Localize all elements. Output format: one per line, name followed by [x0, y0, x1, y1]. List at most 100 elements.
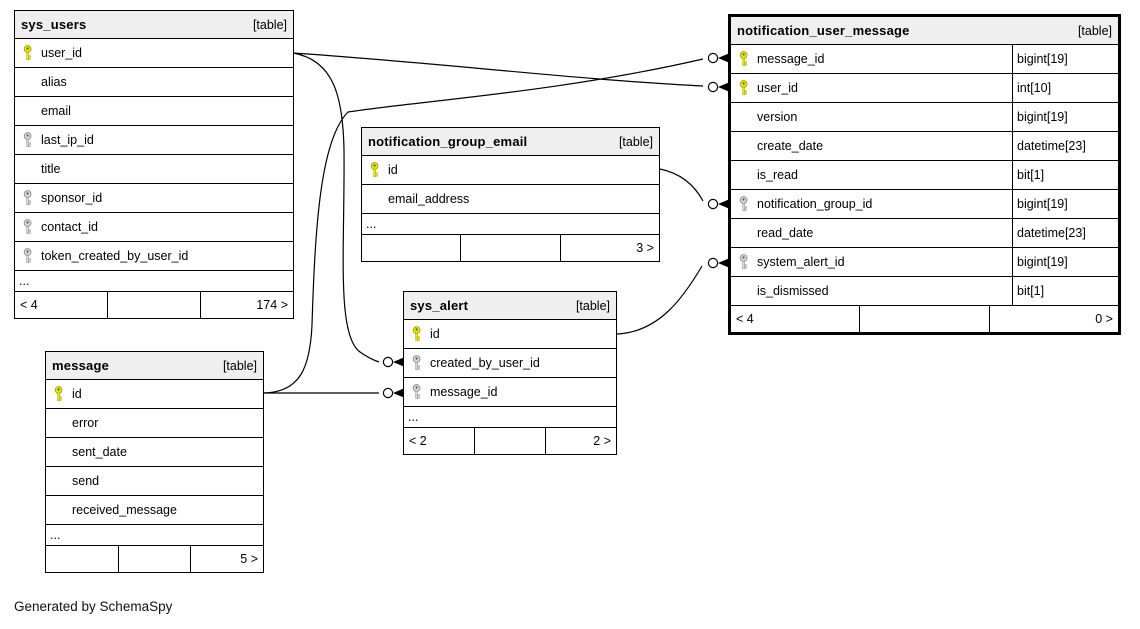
column-name: version: [757, 110, 798, 124]
column-name-cell: email: [41, 97, 293, 125]
column-name: error: [72, 416, 99, 430]
foreign-key-icon: [404, 378, 430, 406]
column-name-cell: send: [72, 467, 263, 495]
footer-parent-count: < 4: [736, 312, 754, 326]
foreign-key-icon: [15, 184, 41, 212]
primary-key-icon: [404, 320, 430, 348]
column-name-cell: email_address: [388, 185, 659, 213]
edge-zero-circle: [707, 52, 719, 64]
column-row: token_created_by_user_id: [15, 242, 293, 271]
footer-parent-count: < 4: [20, 298, 38, 312]
table-notification_group_email[interactable]: notification_group_email [table] id email_a…: [361, 127, 660, 262]
column-name: message_id: [757, 52, 825, 66]
footer-child-count: 5 >: [240, 552, 259, 566]
column-name-cell: sent_date: [72, 438, 263, 466]
edge-zero-circle: [382, 356, 394, 368]
column-row: message_id: [404, 378, 616, 407]
table-header: notification_group_email [table]: [362, 128, 659, 156]
column-name: email_address: [388, 192, 470, 206]
column-row: user_id: [15, 39, 293, 68]
column-name-cell: alias: [41, 68, 293, 96]
table-title: sys_users: [21, 17, 87, 32]
column-row: sent_date: [46, 438, 263, 467]
table-title: message: [52, 358, 110, 373]
column-type: bigint[19]: [1012, 190, 1118, 218]
column-name-cell: message_id: [757, 45, 1012, 73]
table-type-tag: [table]: [252, 17, 287, 32]
column-name-cell: read_date: [757, 219, 1012, 247]
column-row: received_message: [46, 496, 263, 525]
footer-parent-count: [46, 546, 118, 572]
column-row: id: [46, 380, 263, 409]
column-name: id: [72, 387, 82, 401]
table-type-tag: [table]: [1077, 23, 1112, 38]
table-title: sys_alert: [410, 298, 469, 313]
column-row: read_date datetime[23]: [731, 219, 1118, 248]
key-spacer: [362, 185, 388, 213]
foreign-key-icon: [731, 248, 757, 276]
foreign-key-icon: [404, 349, 430, 377]
column-row: created_by_user_id: [404, 349, 616, 378]
column-name: email: [41, 104, 71, 118]
foreign-key-icon: [15, 242, 41, 270]
column-name-cell: system_alert_id: [757, 248, 1012, 276]
column-type: bit[1]: [1012, 277, 1118, 305]
key-spacer: [15, 155, 41, 183]
column-name: received_message: [72, 503, 177, 517]
column-name-cell: user_id: [757, 74, 1012, 102]
table-header: sys_users [table]: [15, 11, 293, 39]
column-name: token_created_by_user_id: [41, 249, 189, 263]
column-row: email: [15, 97, 293, 126]
table-header: sys_alert[table]: [404, 292, 616, 320]
generated-by-note: Generated by SchemaSpy: [14, 599, 173, 614]
table-notification_user_message[interactable]: notification_user_message [table] message_…: [728, 14, 1121, 335]
column-name-cell: created_by_user_id: [430, 349, 616, 377]
column-name: id: [388, 163, 398, 177]
key-spacer: [731, 103, 757, 131]
edge-zero-circle: [707, 81, 719, 93]
column-name: system_alert_id: [757, 255, 845, 269]
column-name-cell: create_date: [757, 132, 1012, 160]
column-name: create_date: [757, 139, 824, 153]
column-name: sponsor_id: [41, 191, 103, 205]
primary-key-icon: [731, 74, 757, 102]
table-title: notification_user_message: [737, 23, 910, 38]
column-row: contact_id: [15, 213, 293, 242]
column-row: send: [46, 467, 263, 496]
column-type: bit[1]: [1012, 161, 1118, 189]
column-row: email_address: [362, 185, 659, 214]
table-type-tag: [table]: [618, 134, 653, 149]
column-name-cell: is_dismissed: [757, 277, 1012, 305]
column-row: create_date datetime[23]: [731, 132, 1118, 161]
edge-sys_alert.id-to-notification_user_message.system_alert_id: [616, 257, 729, 335]
column-row: id: [362, 156, 659, 185]
more-columns-ellipsis: ...: [362, 214, 659, 235]
column-name-cell: contact_id: [41, 213, 293, 241]
column-type: datetime[23]: [1012, 132, 1118, 160]
column-name: is_dismissed: [757, 284, 829, 298]
column-name-cell: id: [430, 320, 616, 348]
column-name-cell: token_created_by_user_id: [41, 242, 293, 270]
column-type: datetime[23]: [1012, 219, 1118, 247]
column-name: read_date: [757, 226, 814, 240]
edge-message.id-to-sys_alert.message_id: [264, 387, 404, 399]
key-spacer: [46, 496, 72, 524]
table-header: notification_user_message [table]: [731, 17, 1118, 45]
column-name: user_id: [757, 81, 798, 95]
column-name: contact_id: [41, 220, 98, 234]
table-footer: 5 >: [46, 546, 263, 572]
column-name-cell: title: [41, 155, 293, 183]
column-name: alias: [41, 75, 67, 89]
column-name-cell: sponsor_id: [41, 184, 293, 212]
table-title: notification_group_email: [368, 134, 528, 149]
table-header: message[table]: [46, 352, 263, 380]
column-row: last_ip_id: [15, 126, 293, 155]
column-name: id: [430, 327, 440, 341]
